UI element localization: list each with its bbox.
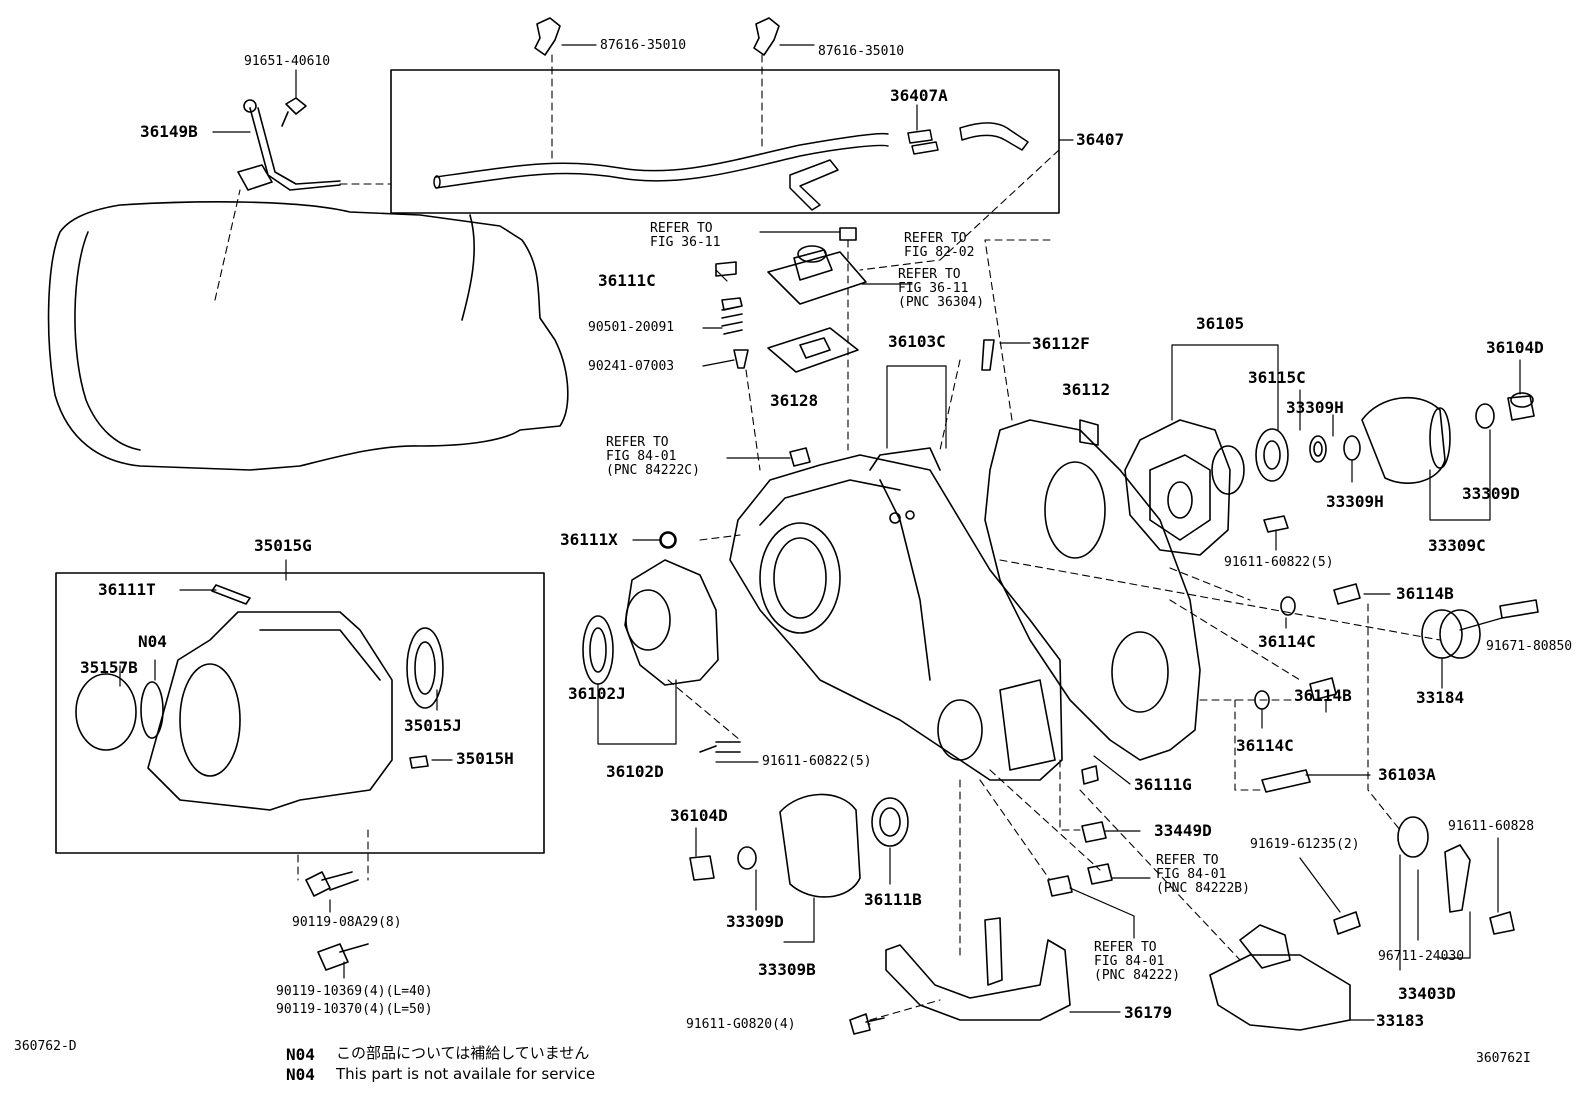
label-33449D: 33449D: [1154, 821, 1212, 840]
label-refer-fig-82-02: REFER TO FIG 82-02: [904, 231, 975, 260]
label-33403D: 33403D: [1398, 984, 1456, 1003]
label-refer-fig-84-01-c: REFER TO FIG 84-01 (PNC 84222C): [606, 435, 700, 478]
label-91619-61235: 91619-61235(2): [1250, 837, 1360, 852]
label-33309D-b: 33309D: [726, 912, 784, 931]
label-refer-fig-84-01-b: REFER TO FIG 84-01 (PNC 84222B): [1156, 853, 1250, 896]
extension-housing-box: [55, 572, 545, 854]
pump-cover-parts: [715, 227, 867, 373]
label-36149B: 36149B: [140, 122, 198, 141]
label-91611-G0820: 91611-G0820(4): [686, 1017, 796, 1032]
label-33309B: 33309B: [758, 960, 816, 979]
hose-clips: [534, 17, 780, 56]
label-87616-35010-b: 87616-35010: [818, 44, 905, 59]
label-91651-40610: 91651-40610: [244, 54, 331, 69]
label-36102J: 36102J: [568, 684, 626, 703]
label-36111G: 36111G: [1134, 775, 1192, 794]
transmission-outline: [47, 201, 569, 471]
note-tag-jp: N04: [286, 1045, 315, 1064]
label-36103C: 36103C: [888, 332, 946, 351]
right-side-small-parts: [1254, 392, 1535, 858]
label-91611-60822-a: 91611-60822(5): [1224, 555, 1334, 570]
figure-code-right: 360762I: [1476, 1051, 1531, 1066]
note-text-jp: この部品については補給していません: [336, 1044, 590, 1062]
label-refer-fig-36-11-a: REFER TO FIG 36-11: [650, 221, 721, 250]
label-33309H-b: 33309H: [1326, 492, 1384, 511]
label-refer-fig-36-11-b: REFER TO FIG 36-11 (PNC 36304): [898, 267, 985, 310]
label-91611-60828: 91611-60828: [1448, 819, 1535, 834]
breather-hoses: [433, 122, 1029, 211]
label-35015J: 35015J: [404, 716, 462, 735]
label-36105: 36105: [1196, 314, 1245, 333]
hose-assembly-box: [390, 69, 1060, 214]
label-90119-10370: 90119-10370(4)(L=50): [276, 1002, 433, 1017]
label-36112F: 36112F: [1032, 334, 1090, 353]
front-output-cover: [582, 532, 719, 686]
transfer-case-body: [729, 447, 1063, 781]
skid-plate: [885, 917, 1071, 1021]
label-91611-60822-b: 91611-60822(5): [762, 754, 872, 769]
rear-cover-36105: [1124, 419, 1245, 556]
label-33309D-a: 33309D: [1462, 484, 1520, 503]
label-33309C: 33309C: [1428, 536, 1486, 555]
label-35015H: 35015H: [456, 749, 514, 768]
label-36407: 36407: [1076, 130, 1125, 149]
label-36114C-b: 36114C: [1236, 736, 1294, 755]
label-36179: 36179: [1124, 1003, 1173, 1022]
label-N04-tag: N04: [138, 632, 167, 651]
figure-code-left: 360762-D: [14, 1039, 77, 1054]
label-36111T: 36111T: [98, 580, 156, 599]
label-36104D-b: 36104D: [670, 806, 728, 825]
note-text-en: This part is not availale for service: [336, 1065, 596, 1083]
label-33309H-a: 33309H: [1286, 398, 1344, 417]
label-36111B: 36111B: [864, 890, 922, 909]
label-36115C: 36115C: [1248, 368, 1306, 387]
note-tag-en: N04: [286, 1065, 315, 1084]
label-36103A: 36103A: [1378, 765, 1436, 784]
label-33183: 33183: [1376, 1011, 1425, 1030]
label-35157B: 35157B: [80, 658, 138, 677]
label-36114C-a: 36114C: [1258, 632, 1316, 651]
extension-housing: [75, 584, 444, 811]
label-36128: 36128: [770, 391, 819, 410]
label-96711-24030: 96711-24030: [1378, 949, 1465, 964]
label-36111C: 36111C: [598, 271, 656, 290]
rear-housing-36112: [984, 419, 1201, 761]
bolts: [305, 339, 1539, 1035]
label-90119-10369: 90119-10369(4)(L=40): [276, 984, 433, 999]
label-87616-35010-a: 87616-35010: [600, 38, 687, 53]
label-36114B-b: 36114B: [1294, 686, 1352, 705]
label-35015G: 35015G: [254, 536, 312, 555]
label-36111X: 36111X: [560, 530, 618, 549]
label-90119-08A29: 90119-08A29(8): [292, 915, 402, 930]
label-refer-fig-84-01-a: REFER TO FIG 84-01 (PNC 84222): [1094, 940, 1181, 983]
label-36102D: 36102D: [606, 762, 664, 781]
label-36407A: 36407A: [890, 86, 948, 105]
leader-lines: [119, 44, 1521, 1025]
label-90501-20091: 90501-20091: [588, 320, 675, 335]
label-36104D-a: 36104D: [1486, 338, 1544, 357]
label-36112: 36112: [1062, 380, 1111, 399]
front-flange: [689, 793, 909, 898]
label-36114B-a: 36114B: [1396, 584, 1454, 603]
label-90241-07003: 90241-07003: [588, 359, 675, 374]
dashed-lines: [214, 54, 1441, 1021]
label-33184: 33184: [1416, 688, 1465, 707]
filler-tube: [237, 97, 341, 191]
label-91671-80850: 91671-80850: [1486, 639, 1573, 654]
